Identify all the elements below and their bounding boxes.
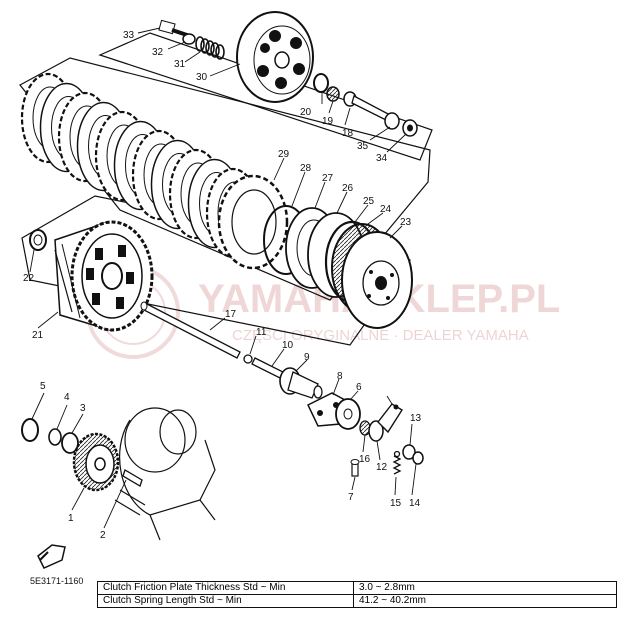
callout-9: 9 — [304, 352, 310, 363]
callout-2: 2 — [100, 530, 106, 541]
screw-7 — [350, 459, 360, 477]
push-rod-17 — [140, 301, 241, 359]
clutch-spring-31 — [195, 36, 225, 60]
callout-5: 5 — [40, 381, 46, 392]
washer-13 — [402, 444, 416, 460]
callout-23: 23 — [400, 217, 412, 228]
callout-6: 6 — [356, 382, 362, 393]
bearing-35 — [384, 112, 400, 130]
clutch-boss-23 — [341, 231, 413, 329]
callout-18: 18 — [342, 128, 354, 139]
spec-row: Clutch Friction Plate Thickness Std ~ Mi… — [97, 581, 617, 595]
thrust-washer-22 — [29, 229, 47, 251]
washer-20 — [313, 73, 329, 93]
callout-22: 22 — [23, 273, 35, 284]
spec-value: 3.0 ~ 2.8mm — [353, 581, 617, 595]
callout-12: 12 — [376, 462, 388, 473]
callout-10: 10 — [282, 340, 294, 351]
callout-24: 24 — [380, 204, 392, 215]
callout-33: 33 — [123, 30, 135, 41]
pressure-plate-30 — [236, 11, 314, 103]
callout-labels: 33 32 31 30 20 19 18 35 34 29 28 27 26 2… — [23, 30, 422, 541]
callout-32: 32 — [152, 47, 164, 58]
woodruff-key-2 — [122, 469, 143, 487]
washer-32 — [182, 33, 196, 45]
spec-value: 41.2 ~ 40.2mm — [353, 594, 617, 608]
callout-4: 4 — [64, 392, 70, 403]
callout-8: 8 — [337, 371, 343, 382]
callout-20: 20 — [300, 107, 312, 118]
spec-label: Clutch Friction Plate Thickness Std ~ Mi… — [97, 581, 354, 595]
plates-group-box — [19, 57, 431, 301]
callout-29: 29 — [278, 149, 290, 160]
callout-30: 30 — [196, 72, 208, 83]
callout-13: 13 — [410, 413, 422, 424]
oil-seal-6 — [335, 398, 361, 430]
spec-table: Clutch Friction Plate Thickness Std ~ Mi… — [97, 581, 617, 608]
return-spring-15 — [392, 450, 402, 475]
callout-15: 15 — [390, 498, 402, 509]
callout-1: 1 — [68, 513, 74, 524]
front-arrow-icon — [37, 544, 66, 569]
callout-34: 34 — [376, 153, 388, 164]
callout-16: 16 — [359, 454, 371, 465]
callout-19: 19 — [322, 116, 334, 127]
ball-11 — [243, 354, 253, 364]
push-lever-12 — [368, 403, 403, 442]
spec-row: Clutch Spring Length Std ~ Min 41.2 ~ 40… — [97, 594, 617, 608]
callout-21: 21 — [32, 330, 44, 341]
drawing-code: 5E3171-1160 — [30, 576, 83, 586]
callout-3: 3 — [80, 403, 86, 414]
callout-35: 35 — [357, 141, 369, 152]
clutch-housing-21 — [54, 220, 154, 332]
spec-label: Clutch Spring Length Std ~ Min — [97, 594, 354, 608]
callout-27: 27 — [322, 173, 334, 184]
push-rod-10 — [251, 357, 284, 379]
friction-plate-29 — [217, 174, 289, 270]
leader-lines — [29, 27, 417, 529]
callout-14: 14 — [409, 498, 421, 509]
push-lever-9 — [279, 367, 323, 399]
bolt-33 — [158, 19, 191, 38]
callout-11: 11 — [256, 327, 267, 338]
callout-17: 17 — [225, 309, 237, 320]
callout-25: 25 — [363, 196, 375, 207]
push-rod-18 — [343, 91, 393, 123]
primary-drive-gear-1 — [72, 432, 120, 492]
washer-3 — [61, 432, 79, 454]
callout-7: 7 — [348, 492, 354, 503]
callout-26: 26 — [342, 183, 354, 194]
crankshaft-outline — [114, 407, 216, 541]
callout-31: 31 — [174, 59, 186, 70]
ring-4 — [48, 428, 62, 446]
bearing-19 — [326, 86, 340, 102]
watermark-sub: CZĘŚCI ORYGINALNE · DEALER YAMAHA — [232, 326, 529, 344]
callout-28: 28 — [300, 163, 312, 174]
washer-5 — [21, 418, 39, 442]
nut-14 — [412, 451, 424, 465]
nut-34 — [402, 119, 418, 137]
